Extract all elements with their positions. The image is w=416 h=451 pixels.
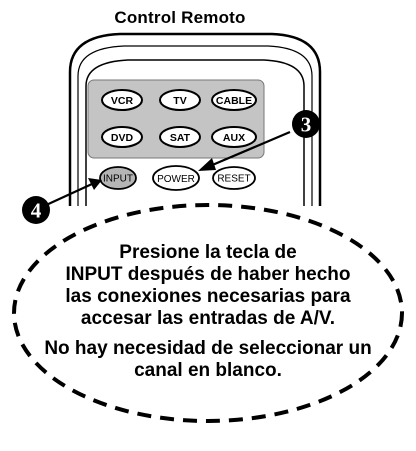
vcr-button-label: VCR [111, 95, 134, 107]
input-button[interactable]: INPUT [99, 166, 137, 190]
reset-button-label: RESET [217, 174, 250, 185]
instruction-line-4: accesar las entradas de A/V. [80, 308, 336, 329]
arrow-to-power [198, 130, 291, 171]
note-line-1: No hay necesidad de seleccionar un [44, 338, 372, 359]
remote-bevel [77, 45, 313, 218]
instruction-line-1: Presione la tecla de [119, 242, 297, 263]
reset-button[interactable]: RESET [212, 166, 256, 190]
remote-panel [85, 59, 305, 218]
note-paragraph: No hay necesidad de seleccionar un canal… [30, 338, 386, 382]
input-button-label: INPUT [103, 174, 133, 185]
note-line-2: canal en blanco. [134, 360, 282, 381]
aux-button[interactable]: AUX [211, 126, 257, 148]
vcr-button[interactable]: VCR [101, 89, 143, 111]
callout-bubble [12, 203, 404, 423]
sat-button-label: SAT [170, 132, 191, 144]
instruction-paragraph: Presione la tecla de INPUT después de ha… [30, 242, 386, 330]
page-title: Control Remoto [114, 8, 246, 27]
dvd-button-label: DVD [111, 132, 134, 144]
instruction-line-3: las conexiones necesarias para [65, 286, 351, 307]
cable-button[interactable]: CABLE [211, 89, 257, 111]
instruction-line-2: INPUT después de haber hecho [65, 264, 351, 285]
tv-button[interactable]: TV [159, 89, 201, 111]
step-3-marker: 3 [292, 110, 320, 138]
step-4-number: 4 [31, 199, 42, 223]
tv-button-label: TV [173, 95, 186, 107]
power-button-label: POWER [157, 174, 195, 185]
callout-text: Presione la tecla de INPUT después de ha… [30, 242, 386, 382]
aux-button-label: AUX [223, 132, 245, 144]
cable-button-label: CABLE [216, 95, 252, 107]
sat-button[interactable]: SAT [159, 126, 201, 148]
dvd-button[interactable]: DVD [101, 126, 143, 148]
arrow-to-input [43, 178, 102, 207]
power-button[interactable]: POWER [152, 165, 200, 191]
step-3-number: 3 [301, 113, 312, 137]
step-4-marker: 4 [22, 196, 50, 224]
